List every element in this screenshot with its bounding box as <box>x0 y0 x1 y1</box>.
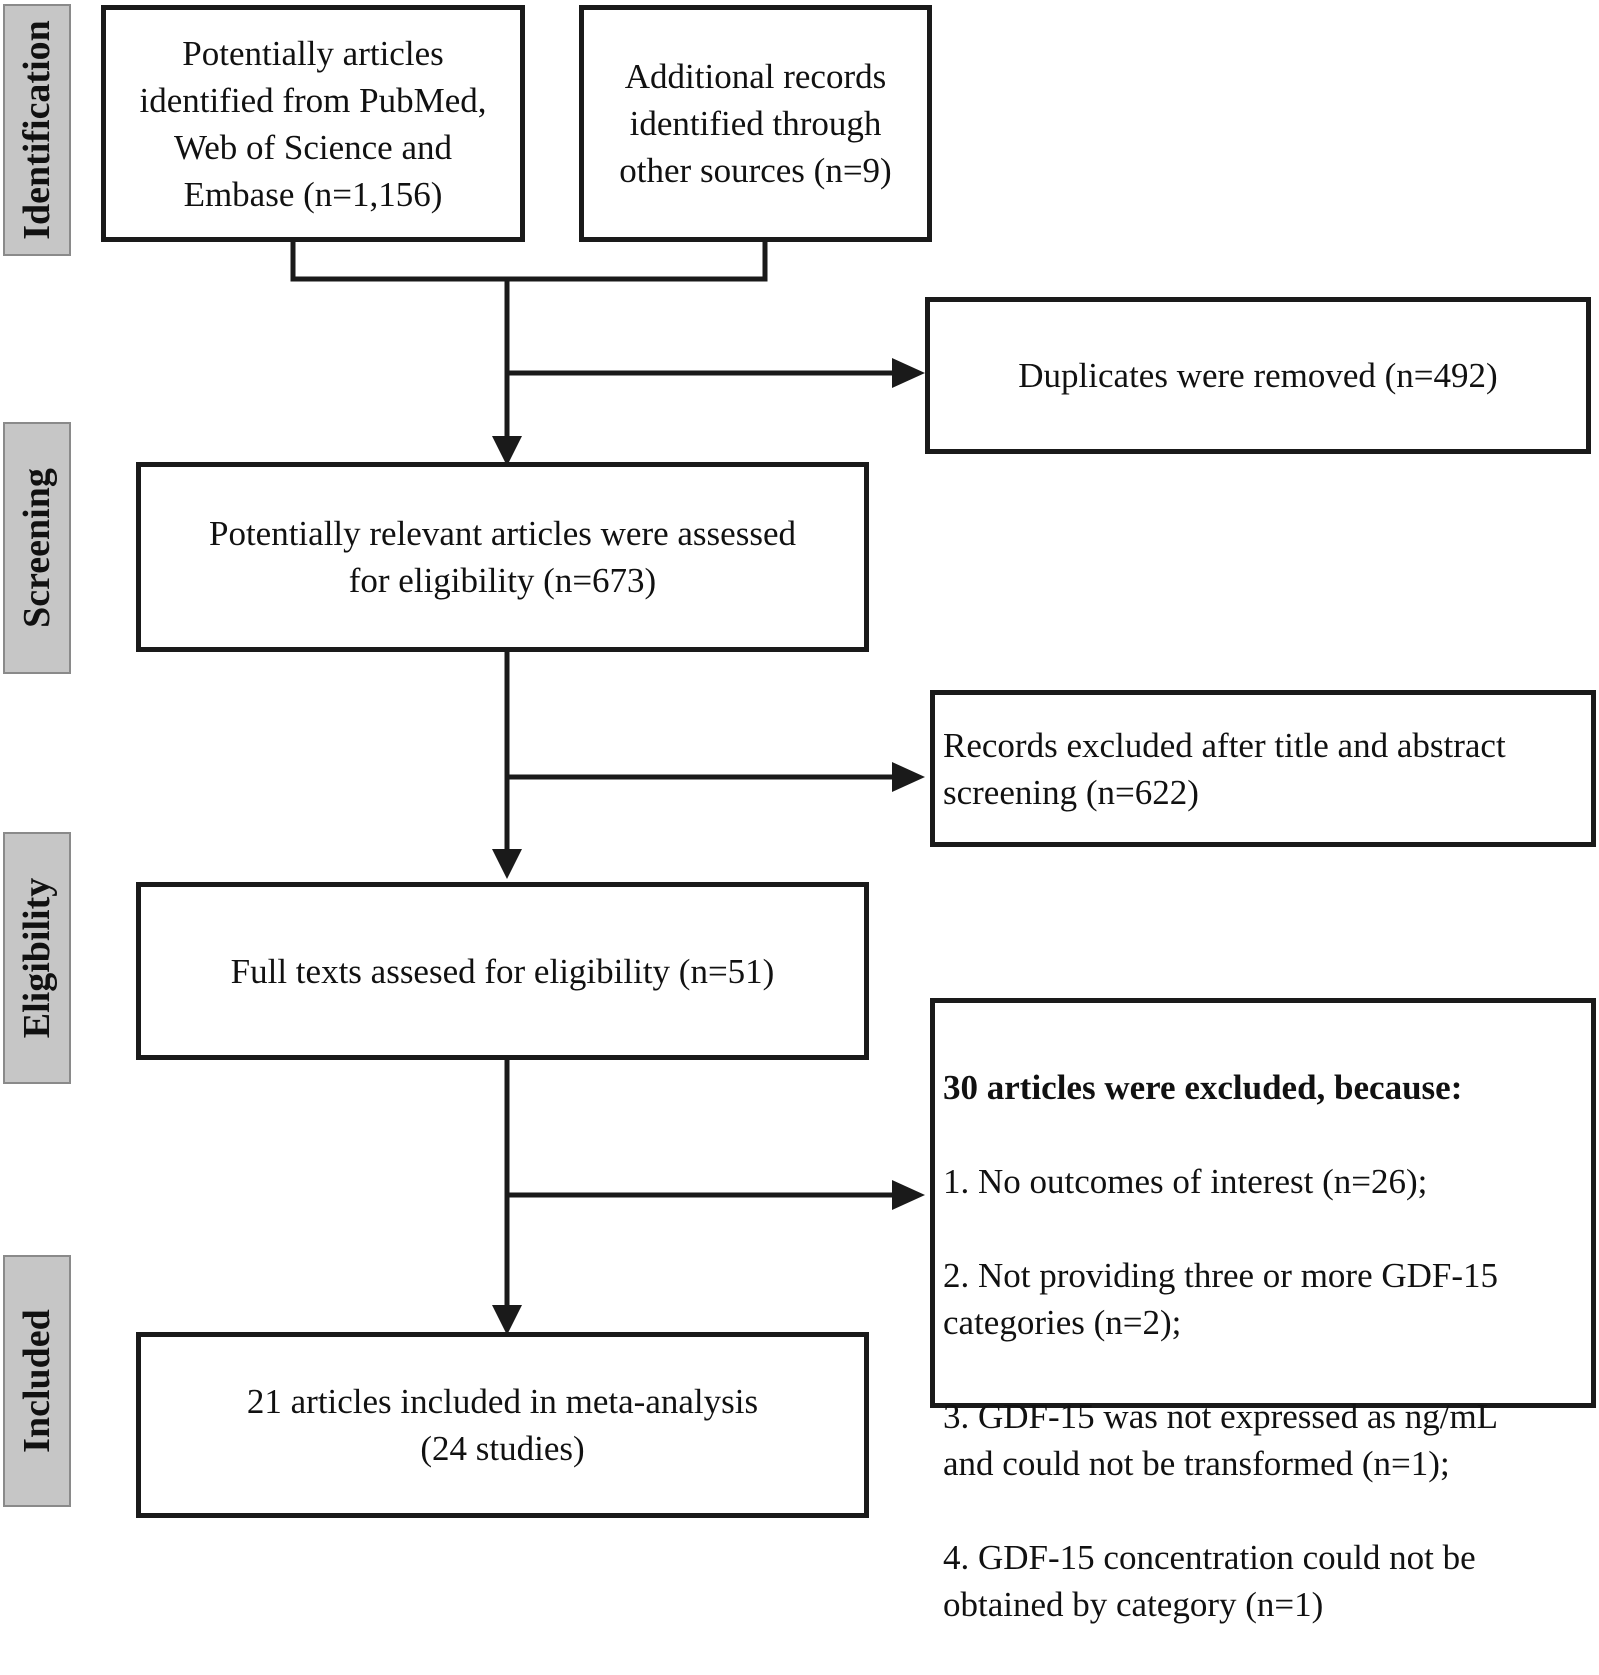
flow-connectors <box>290 236 925 1335</box>
exclusion-item-2: 2. Not providing three or more GDF-15 ca… <box>943 1256 1499 1342</box>
box-other-sources-text: Additional records identified through ot… <box>619 57 892 190</box>
box-duplicates-removed-text: Duplicates were removed (n=492) <box>1018 356 1498 395</box>
exclusion-heading: 30 articles were excluded, because: <box>943 1068 1463 1107</box>
exclusion-item-1: 1. No outcomes of interest (n=26); <box>943 1162 1428 1201</box>
box-duplicates-removed: Duplicates were removed (n=492) <box>925 297 1591 454</box>
box-assessed-eligibility-text: Potentially relevant articles were asses… <box>208 514 796 600</box>
arrowhead-to-assessed <box>492 436 522 466</box>
box-database-search-text: Potentially articles identified from Pub… <box>139 33 487 214</box>
box-title-abstract-excluded: Records excluded after title and abstrac… <box>930 690 1596 847</box>
stage-screening: Screening <box>3 422 71 674</box>
box-full-texts-text: Full texts assesed for eligibility (n=51… <box>230 951 775 991</box>
stage-included: Included <box>3 1255 71 1507</box>
box-other-sources: Additional records identified through ot… <box>579 5 932 242</box>
box-included-text: 21 articles included in meta-analysis (2… <box>246 1382 759 1468</box>
stage-eligibility: Eligibility <box>3 832 71 1084</box>
arrowhead-to-title-abstract <box>892 762 925 792</box>
box-database-search: Potentially articles identified from Pub… <box>101 5 525 242</box>
box-full-texts: Full texts assesed for eligibility (n=51… <box>136 882 869 1060</box>
stage-identification: Identification <box>3 4 71 256</box>
exclusion-item-4: 4. GDF-15 concentration could not be obt… <box>943 1538 1476 1624</box>
box-title-abstract-excluded-text: Records excluded after title and abstrac… <box>943 725 1506 812</box>
box-included: 21 articles included in meta-analysis (2… <box>136 1332 869 1518</box>
arrowhead-to-exclusions <box>892 1180 925 1210</box>
box-assessed-eligibility: Potentially relevant articles were asses… <box>136 462 869 652</box>
box-full-text-exclusions: 30 articles were excluded, because: 1. N… <box>930 998 1596 1624</box>
exclusion-item-3: 3. GDF-15 was not expressed as ng/mL and… <box>943 1397 1499 1483</box>
arrowhead-to-full-texts <box>492 849 522 879</box>
exclusion-list: 30 articles were excluded, because: 1. N… <box>943 1017 1498 1675</box>
arrowhead-to-included <box>492 1305 522 1335</box>
arrowhead-to-duplicates <box>892 358 925 388</box>
